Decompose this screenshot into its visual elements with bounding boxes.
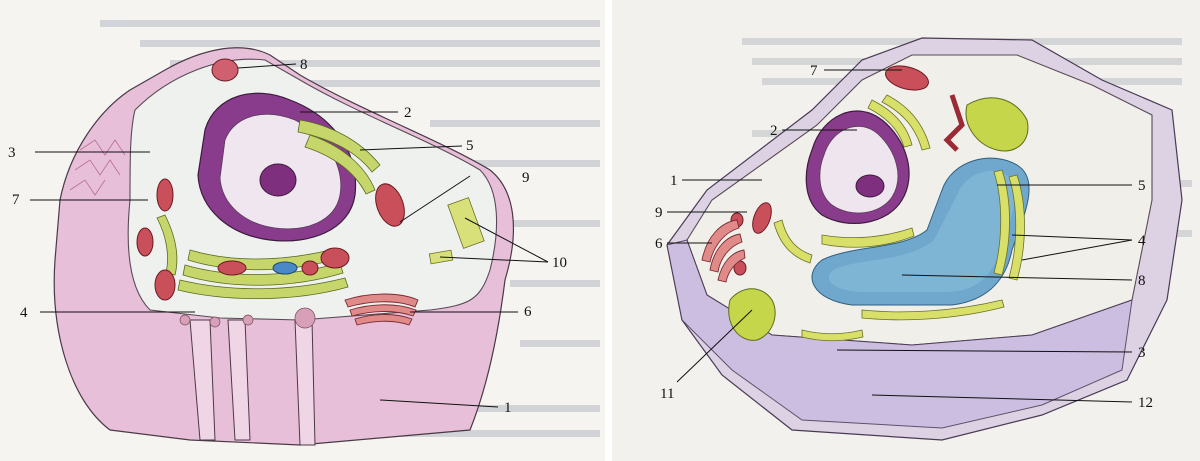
animal-cell-panel: 8 2 3 5 7 9 10 4 6 1 (0, 0, 605, 461)
animal-cell-diagram: 8 2 3 5 7 9 10 4 6 1 (0, 0, 605, 461)
label-1: 1 (504, 400, 512, 416)
label-7: 7 (810, 63, 818, 79)
golgi-apparatus (345, 294, 418, 325)
label-5: 5 (1138, 178, 1146, 194)
label-10: 10 (552, 255, 567, 271)
label-1: 1 (670, 173, 678, 189)
nucleolus (856, 175, 884, 197)
label-8: 8 (1138, 273, 1146, 289)
nucleolus (260, 164, 296, 196)
plant-cell-diagram: 7 2 1 5 9 6 4 8 3 11 12 (612, 0, 1200, 461)
label-6: 6 (655, 236, 663, 252)
label-8: 8 (300, 57, 308, 73)
label-2: 2 (770, 123, 778, 139)
label-2: 2 (404, 105, 412, 121)
label-4: 4 (20, 305, 28, 321)
label-4: 4 (1138, 233, 1146, 249)
label-5: 5 (466, 138, 474, 154)
secretory-vesicle (273, 262, 297, 274)
label-3: 3 (8, 145, 16, 161)
label-11: 11 (660, 386, 674, 402)
label-9: 9 (655, 205, 663, 221)
label-9: 9 (522, 170, 530, 186)
label-12: 12 (1138, 395, 1153, 411)
label-3: 3 (1138, 345, 1146, 361)
label-7: 7 (12, 192, 20, 208)
lysosome (212, 59, 238, 81)
plant-cell-panel: 7 2 1 5 9 6 4 8 3 11 12 (612, 0, 1200, 461)
label-6: 6 (524, 304, 532, 320)
